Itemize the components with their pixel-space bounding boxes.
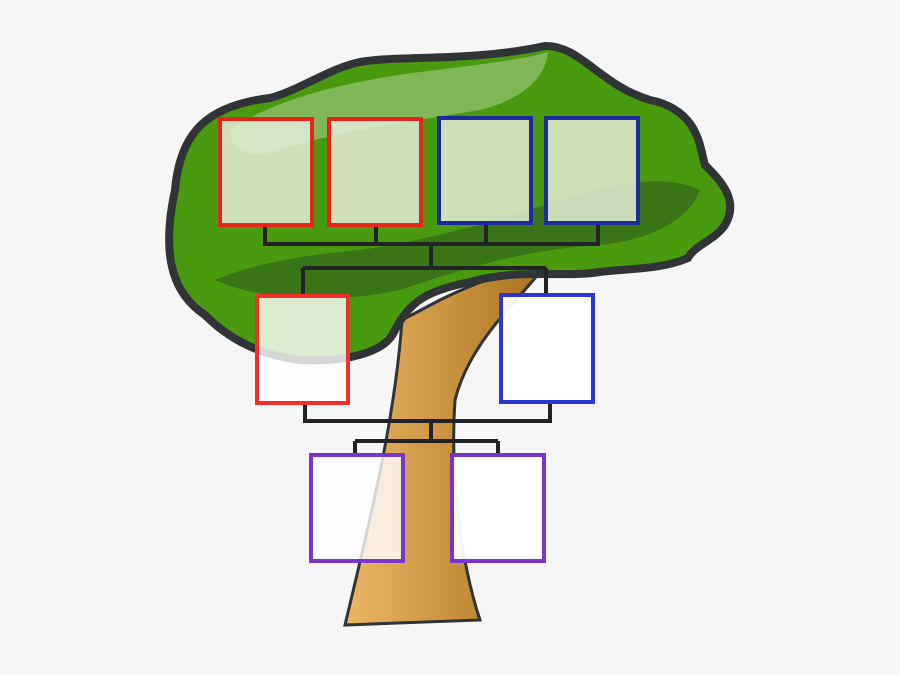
connectors bbox=[263, 223, 600, 455]
person-box[interactable] bbox=[450, 453, 546, 563]
generation-3 bbox=[309, 453, 546, 563]
person-box[interactable] bbox=[309, 453, 405, 563]
person-box[interactable] bbox=[327, 117, 423, 227]
generation-2 bbox=[255, 293, 595, 405]
person-box[interactable] bbox=[437, 116, 533, 225]
person-box[interactable] bbox=[544, 116, 640, 225]
generation-1 bbox=[218, 116, 640, 227]
person-box[interactable] bbox=[499, 293, 595, 404]
person-box[interactable] bbox=[255, 294, 350, 405]
person-box[interactable] bbox=[218, 117, 314, 227]
